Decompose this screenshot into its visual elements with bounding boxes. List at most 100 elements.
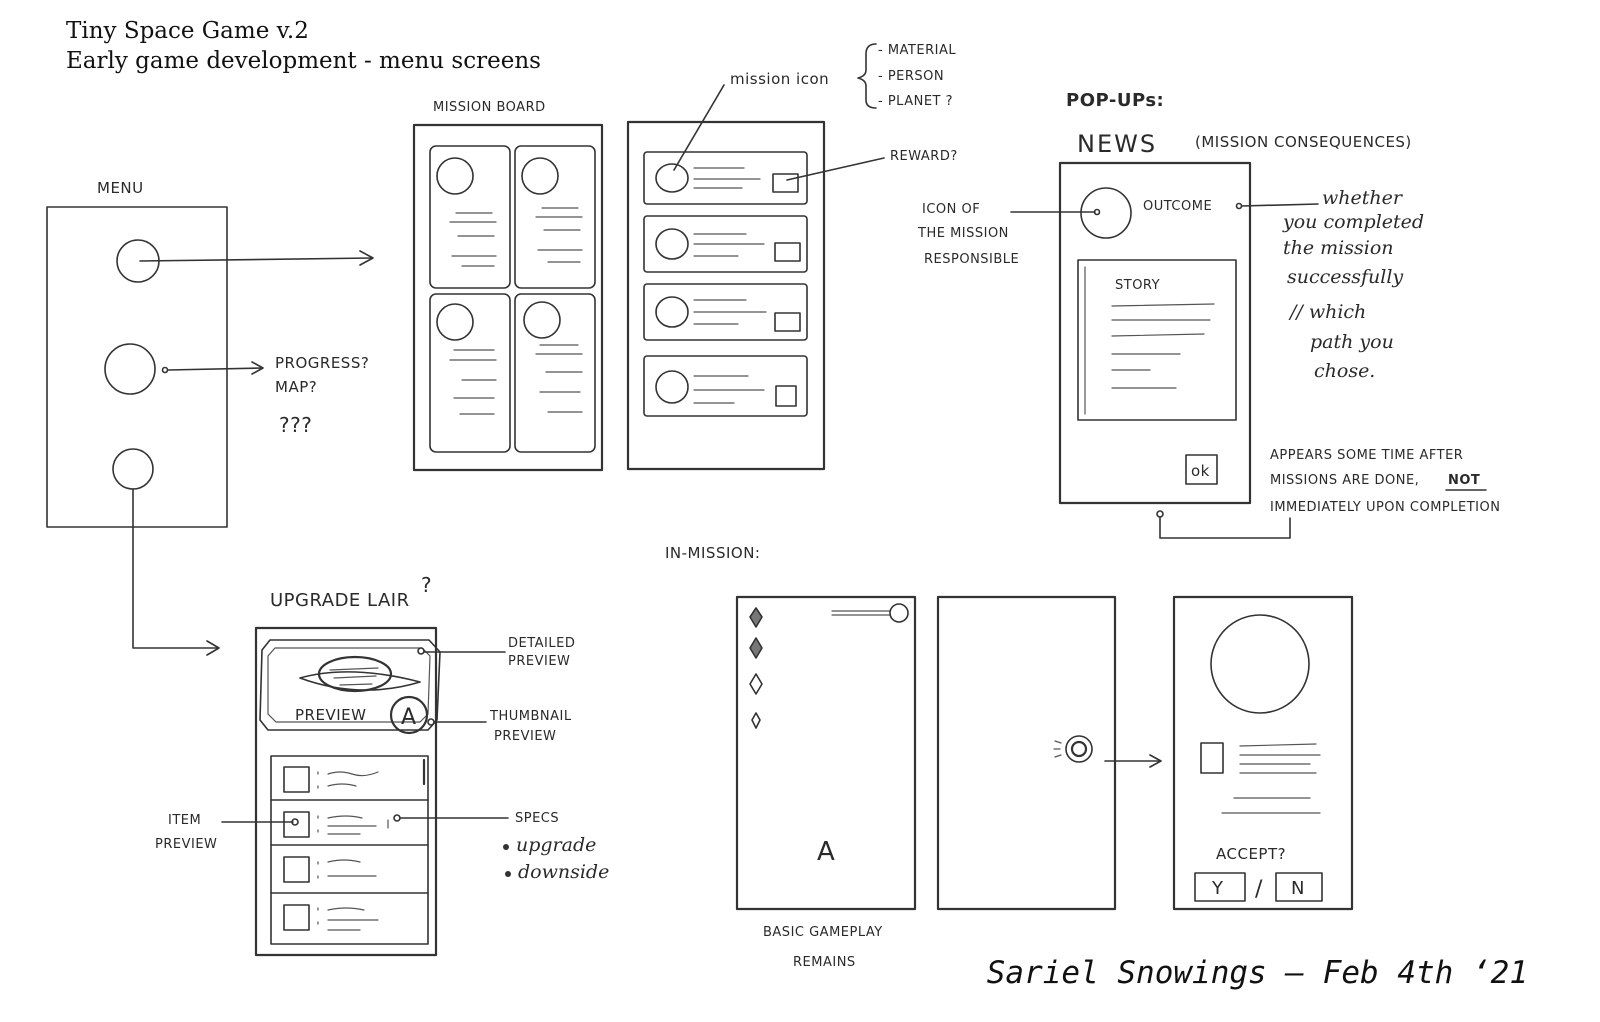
reward-pointer	[786, 157, 885, 181]
outcome-note-line: path you	[1310, 331, 1394, 353]
mission-row-reward	[772, 173, 799, 193]
outcome-note-line: chose.	[1314, 360, 1375, 382]
outcome-note-line: // which	[1288, 301, 1366, 323]
outcome-note-line: whether	[1322, 187, 1404, 209]
item-thumbnail	[283, 811, 310, 838]
mission-icon-option: - PLANET ?	[878, 94, 953, 109]
thumbnail-preview-label: PREVIEW	[494, 729, 556, 744]
arrow-to-progress-note	[167, 367, 263, 371]
mission-portrait	[1210, 614, 1310, 714]
detailed-preview-label: DETAILED	[508, 636, 575, 651]
menu-label: MENU	[97, 179, 144, 197]
mission-row-icon	[655, 163, 689, 193]
mission-row-reward	[775, 385, 797, 407]
mission-row	[643, 355, 808, 417]
gameplay-note: BASIC GAMEPLAY	[763, 925, 883, 940]
news-subtitle: (MISSION CONSEQUENCES)	[1195, 133, 1412, 151]
menu-button-upgrade	[112, 448, 154, 490]
health-diamonds	[749, 607, 763, 729]
life-diamond-icon	[751, 712, 761, 729]
thumbnail-preview-icon	[389, 695, 429, 735]
event-marker-icon	[1065, 735, 1093, 763]
progress-bar	[831, 610, 891, 616]
mission-row-reward	[774, 242, 801, 262]
appear-note-line: IMMEDIATELY UPON COMPLETION	[1270, 500, 1500, 515]
mission-card-icon	[521, 157, 559, 195]
specs-item: downside	[518, 861, 609, 883]
appear-note-line: APPEARS SOME TIME AFTER	[1270, 448, 1463, 463]
upgrade-lair-screen	[254, 626, 438, 957]
arrow-head	[359, 250, 374, 266]
mission-icon-option: - PERSON	[878, 69, 944, 84]
specs-item: upgrade	[516, 834, 596, 856]
in-mission-sketch: IN-MISSION: A BASIC GAMEPLAY REMAINS ACC…	[665, 544, 1354, 970]
icon-label-line: ICON OF	[922, 202, 980, 217]
thumbnail-preview-label: THUMBNAIL	[489, 709, 572, 724]
preview-label: PREVIEW	[295, 706, 366, 724]
icon-label-line: RESPONSIBLE	[924, 252, 1019, 267]
news-popup-sketch: POP-UPs: NEWS (MISSION CONSEQUENCES) ICO…	[917, 90, 1500, 539]
map-note: MAP?	[275, 378, 317, 396]
mission-icon-option: - MATERIAL	[878, 43, 956, 58]
item-thumbnail	[283, 766, 310, 793]
appear-note-not: NOT	[1448, 473, 1480, 488]
item-thumbnail	[283, 856, 310, 883]
sketch-title: Tiny Space Game v.2	[66, 18, 309, 44]
mission-card	[429, 145, 511, 289]
mission-row-reward	[774, 312, 801, 332]
upgrade-lair-label: UPGRADE LAIR	[270, 590, 410, 611]
gameplay-note: REMAINS	[793, 955, 856, 970]
mission-icon-brace	[857, 43, 877, 109]
in-mission-label: IN-MISSION:	[665, 544, 760, 562]
mission-board-label: MISSION BOARD	[433, 100, 546, 115]
item-row	[283, 811, 389, 838]
mission-card	[514, 293, 596, 453]
popups-label: POP-UPs:	[1066, 90, 1164, 111]
accept-no-button	[1275, 872, 1323, 902]
icon-label-line: THE MISSION	[917, 226, 1009, 241]
item-row	[283, 856, 377, 883]
outcome-note-line: successfully	[1287, 266, 1403, 288]
life-diamond-icon	[749, 607, 763, 628]
mission-event-screen	[936, 595, 1117, 911]
mission-board-list-screen	[626, 120, 826, 471]
item-preview-label: ITEM	[168, 813, 201, 828]
mission-row	[643, 283, 808, 341]
mission-icon-label: mission icon	[730, 70, 829, 88]
mission-thumbnail	[1200, 742, 1224, 774]
mission-card	[429, 293, 511, 453]
mission-row	[643, 151, 808, 205]
gameplay-screen	[735, 595, 917, 911]
mission-icon-pointer	[673, 84, 725, 171]
unknown-note: ???	[279, 413, 312, 437]
news-popup-screen	[1058, 161, 1252, 505]
outcome-note-line: you completed	[1282, 211, 1424, 233]
menu-sketch: MENU PROGRESS? MAP? ???	[46, 179, 374, 656]
thumbnail-letter: A	[401, 705, 417, 730]
mission-row	[643, 215, 808, 273]
mission-description-lines	[1221, 743, 1321, 814]
upgrade-lair-sketch: UPGRADE LAIR ? DETAILED PREVIEW PREVIEW …	[155, 573, 609, 957]
upgrade-lair-question: ?	[421, 573, 432, 597]
mission-row-icon	[655, 370, 689, 404]
item-row	[283, 766, 379, 793]
mission-row-icon	[655, 296, 689, 328]
accept-screen	[1172, 595, 1354, 911]
story-panel	[1077, 259, 1237, 421]
mission-row-icon	[655, 228, 689, 260]
progress-note: PROGRESS?	[275, 354, 369, 372]
signature: Sariel Snowings – Feb 4th ‘21	[986, 955, 1528, 991]
ok-label: ok	[1191, 462, 1210, 480]
mission-board-sketch: MISSION BOARD	[412, 43, 957, 472]
life-diamond-icon	[749, 673, 763, 695]
item-thumbnail	[283, 904, 310, 931]
spaceship-icon	[299, 655, 421, 693]
menu-button-progress	[104, 343, 156, 395]
arrow-to-mission-board	[139, 257, 373, 262]
mission-responsible-icon	[1080, 187, 1132, 239]
appear-note-line: MISSIONS ARE DONE,	[1270, 473, 1419, 488]
menu-screen	[46, 206, 228, 528]
detailed-preview-label: PREVIEW	[508, 654, 570, 669]
mission-card	[514, 145, 596, 289]
